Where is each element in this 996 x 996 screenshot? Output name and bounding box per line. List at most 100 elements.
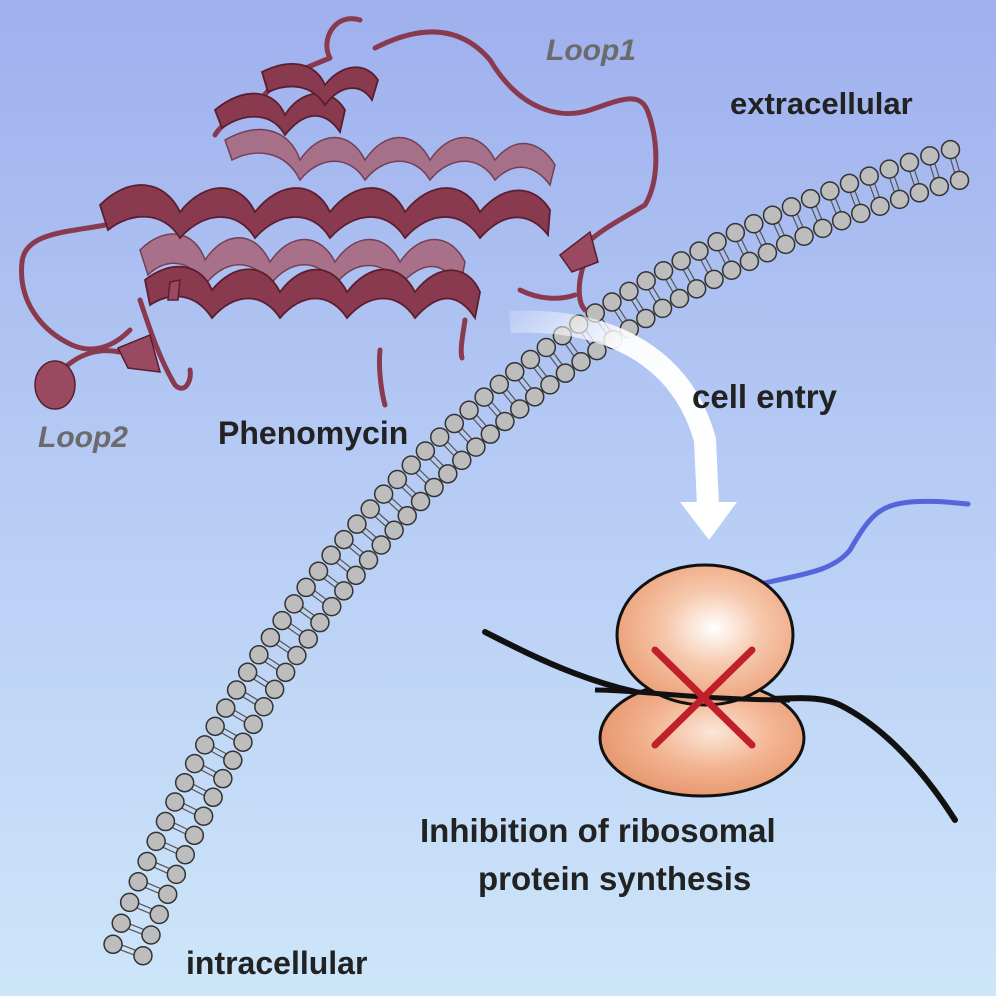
lipid-tail [442,443,456,458]
lipid-tail [350,541,365,554]
loop2-label: Loop2 [38,421,128,454]
lipid-tail [180,806,197,816]
lipid-tail [893,174,901,192]
lipid-tail [460,426,474,441]
lipid-head [243,714,264,735]
lipid-head [424,477,444,498]
lipid-tail [170,826,188,836]
lipid-tail [456,430,470,444]
lipid-head [839,173,860,194]
lipid-head [775,234,796,255]
lipid-head [321,545,341,566]
lipid-tail [699,258,709,275]
lipid-tail [325,573,341,585]
lipid-tail [230,713,247,724]
lipid-head [155,811,176,832]
lipid-head [310,612,330,633]
lipid-head [275,662,296,683]
lipid-head [205,716,225,737]
lipid-tail [300,605,316,617]
lipid-tail [722,246,732,264]
lipid-head [495,411,515,432]
lipid-tail [568,339,580,355]
lipid-head [166,864,187,885]
lipid-tail [277,639,293,650]
lipid-head [322,596,342,617]
lipid-head [347,514,367,534]
lipid-tail [191,783,209,793]
lipid-head [800,189,821,209]
lipid-tail [137,902,154,911]
lipid-tail [501,391,514,406]
lipid-tail [520,375,533,391]
lipid-head [505,362,525,382]
lipid-tail [163,841,180,851]
lipid-head [272,610,292,631]
lipid-head [260,627,281,648]
lipid-head [254,697,274,717]
lipid-tail [241,695,257,706]
lipid-tail [154,861,172,870]
lipid-head [929,176,950,197]
lipid-tail [634,295,645,312]
inhibition-label-line1: Inhibition of ribosomal [420,812,776,849]
lipid-head [879,159,899,179]
lipid-tail [668,275,679,292]
lipid-tail [908,169,916,187]
lipid-head [415,441,436,461]
lipid-head [489,374,510,395]
lipid-tail [647,288,658,304]
lipid-head [520,349,541,370]
lipid-tail [263,660,279,671]
lipid-head [397,506,417,526]
curved-white-arrow [509,310,737,540]
lipid-head [949,170,970,191]
lipid-head [346,565,366,586]
lipid-head [128,872,149,892]
lipid-head [334,581,354,601]
ribosome-icon [594,563,806,798]
lipid-head [146,831,166,852]
lipid-head [794,226,814,246]
lipid-head [540,375,560,395]
lipid-head [636,271,656,291]
lipid-tail [431,453,445,468]
lipid-head [213,768,233,789]
lipid-head [296,577,316,598]
lipid-tail [829,198,838,216]
lipid-tail [664,277,675,294]
lipid-head [308,561,329,581]
lipid-head [686,279,707,299]
lipid-bilayer-membrane [103,139,970,966]
lipid-head [602,292,622,312]
lipid-head [401,455,422,475]
lipid-head [184,825,205,846]
lipid-head [287,645,307,666]
lipid-tail [471,416,485,431]
lipid-head [509,399,530,419]
lipid-tail [777,220,786,238]
lipid-head [165,792,185,812]
lipid-tail [274,643,290,655]
lipid-head [889,189,910,210]
lipid-tail [209,750,226,760]
lipid-head [387,469,408,490]
lipid-tail [486,403,499,419]
beta-strands [34,230,599,410]
lipid-head [429,427,450,447]
lipid-tail [286,626,302,638]
lipid-head [555,363,576,383]
lipid-tail [400,485,415,499]
lipid-tail [754,231,763,248]
lipid-tail [386,500,401,514]
lipid-head [725,222,746,243]
lipid-tail [933,161,941,180]
lipid-tail [363,526,378,539]
lipid-tail [834,196,842,214]
lipid-tail [376,511,391,525]
extracellular-label: extracellular [730,86,913,121]
phenomycin-label: Phenomycin [218,415,408,451]
lipid-tail [126,927,144,936]
